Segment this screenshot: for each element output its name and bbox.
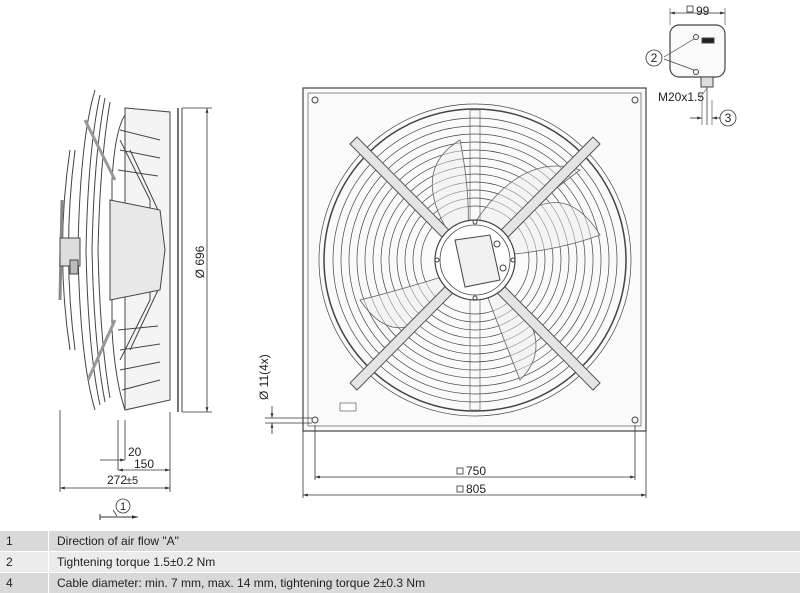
width-750-label: 750 <box>466 464 486 478</box>
dim-272-tolerance: ±5 <box>126 475 138 487</box>
callout-3-circle <box>719 109 737 127</box>
legend-text: Tightening torque 1.5±0.2 Nm <box>48 552 800 572</box>
side-dimensions <box>59 410 171 492</box>
terminal-box-detail <box>645 5 737 127</box>
callout-1-circle <box>115 498 131 514</box>
legend-number: 1 <box>6 534 13 548</box>
airflow-arrow <box>99 498 138 520</box>
legend-number: 4 <box>6 576 13 590</box>
front-view <box>302 87 647 432</box>
front-dimensions <box>302 425 647 498</box>
diameter-label: Ø 696 <box>193 245 207 278</box>
fan-technical-drawing: Ø 696 20 150 272 ±5 1 <box>58 4 737 520</box>
hole-dimension <box>265 406 312 434</box>
legend-row: 1 Direction of air flow "A" <box>0 530 800 551</box>
legend-text: Direction of air flow "A" <box>48 531 800 551</box>
dim-20-label: 20 <box>128 445 142 459</box>
legend-text: Cable diameter: min. 7 mm, max. 14 mm, t… <box>48 573 800 593</box>
side-view <box>58 89 183 412</box>
dim-150-label: 150 <box>134 457 154 471</box>
legend-table: 1 Direction of air flow "A" 2 Tightening… <box>0 530 800 593</box>
callout-1-label: 1 <box>120 501 126 513</box>
callout-2-circle <box>645 49 663 67</box>
legend-row: 4 Cable diameter: min. 7 mm, max. 14 mm,… <box>0 572 800 593</box>
callout-2-label: 2 <box>651 51 658 65</box>
hole-diameter-label: Ø 11(4x) <box>257 354 271 400</box>
dim-272-label: 272 <box>107 473 127 487</box>
cable-gland-label: M20x1.5 <box>658 90 704 104</box>
width-805-label: 805 <box>466 482 486 496</box>
legend-number: 2 <box>6 555 13 569</box>
guard-rings <box>318 103 632 417</box>
legend-row: 2 Tightening torque 1.5±0.2 Nm <box>0 551 800 572</box>
callout-3-label: 3 <box>725 111 732 125</box>
diameter-dimension <box>182 107 212 413</box>
terminal-box <box>454 234 501 288</box>
bracket-width-label: 99 <box>696 4 710 18</box>
